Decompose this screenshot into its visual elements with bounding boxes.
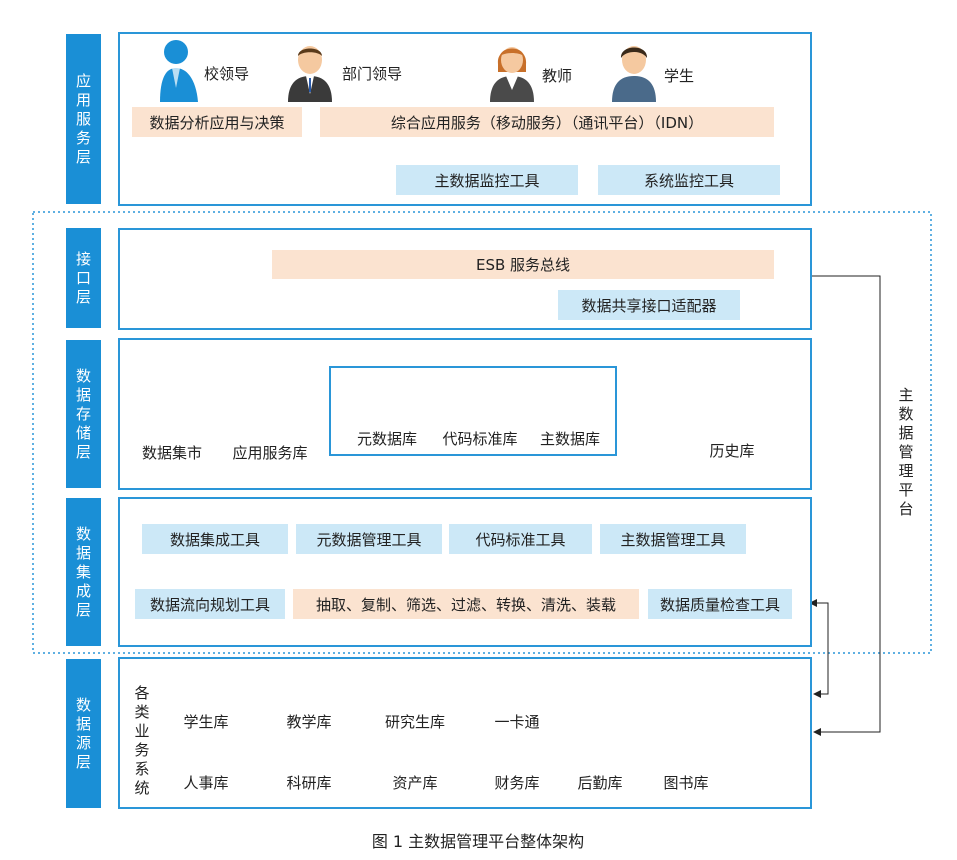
tool-box: 数据集成工具	[142, 524, 288, 554]
source-db-label: 学生库	[183, 713, 229, 731]
db-label-mart: 数据集市	[141, 444, 203, 462]
source-db-label: 后勤库	[577, 774, 623, 792]
source-db-label: 科研库	[286, 774, 332, 792]
role-label: 校领导	[204, 64, 250, 83]
db-label-history: 历史库	[709, 442, 755, 460]
system-monitor-box: 系统监控工具	[598, 165, 780, 195]
layer-label-integration: 数据集成层	[66, 498, 101, 646]
role-label: 学生	[664, 66, 695, 85]
source-db-label: 人事库	[183, 774, 229, 792]
storage-layer-panel	[118, 338, 812, 490]
tool-box: 代码标准工具	[449, 524, 592, 554]
master-monitor-box: 主数据监控工具	[396, 165, 578, 195]
figure-caption: 图 1 主数据管理平台整体架构	[371, 832, 585, 851]
layer-label-source: 数据源层	[66, 659, 101, 808]
quality-tool-box: 数据质量检查工具	[648, 589, 792, 619]
role-label: 部门领导	[342, 64, 403, 83]
source-db-label: 一卡通	[494, 713, 540, 731]
tool-box: 主数据管理工具	[600, 524, 746, 554]
comprehensive-service-box: 综合应用服务（移动服务）（通讯平台）（IDN）	[320, 107, 774, 137]
db-label-master: 主数据库	[539, 430, 601, 448]
db-label-meta: 元数据库	[356, 430, 418, 448]
tool-box: 元数据管理工具	[296, 524, 442, 554]
layer-label-interface: 接口层	[66, 228, 101, 328]
layer-label-storage: 数据存储层	[66, 340, 101, 488]
db-label-code: 代码标准库	[442, 430, 518, 448]
flow-tool-box: 数据流向规划工具	[135, 589, 285, 619]
db-label-app: 应用服务库	[232, 444, 308, 462]
process-box: 抽取、复制、筛选、过滤、转换、清洗、装载	[293, 589, 639, 619]
layer-label-app: 应用服务层	[66, 34, 101, 204]
platform-connector	[812, 275, 881, 736]
platform-label: 主数据管理平台	[898, 386, 914, 519]
analysis-box: 数据分析应用与决策	[132, 107, 302, 137]
quality-connector	[809, 599, 829, 698]
business-systems-label: 各类业务系统	[134, 684, 150, 797]
core-db-group	[329, 366, 617, 456]
source-db-label: 资产库	[392, 774, 438, 792]
role-label: 教师	[542, 66, 573, 85]
integration-layer-panel	[118, 497, 812, 647]
source-db-label: 教学库	[286, 713, 332, 731]
source-db-label: 财务库	[494, 774, 540, 792]
source-db-label: 图书库	[663, 774, 709, 792]
adapter-box: 数据共享接口适配器	[558, 290, 740, 320]
esb-box: ESB 服务总线	[272, 250, 774, 279]
source-layer-panel	[118, 657, 812, 809]
source-db-label: 研究生库	[384, 713, 446, 731]
